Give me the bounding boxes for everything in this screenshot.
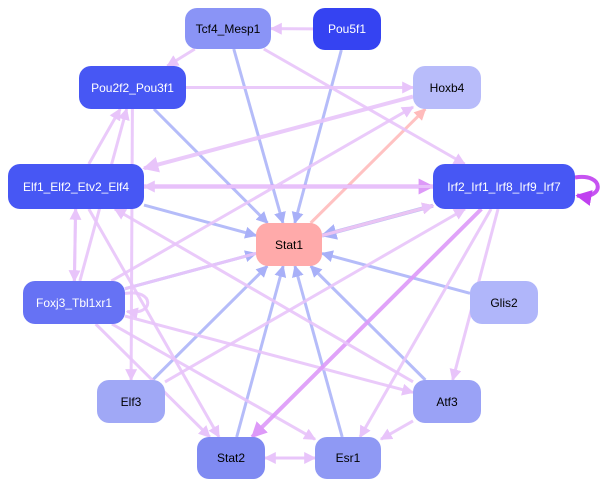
edge-pou5f1-to-stat1: [291, 49, 343, 225]
node-label: Esr1: [335, 451, 361, 465]
edge-elf3-to-stat1: [151, 264, 269, 382]
node-stat1[interactable]: Stat1: [256, 223, 322, 266]
node-label: Pou2f2_Pou3f1: [91, 80, 174, 95]
edge-hoxb4-to-elf1_elf2_etv2_elf4: [142, 94, 414, 173]
edge-elf1_elf2_etv2_elf4-to-pou2f2_pou3f1: [87, 107, 122, 165]
edge-foxj3_tbl1xr1-to-atf3: [124, 314, 415, 396]
node-label: Elf3: [120, 394, 142, 409]
node-label: Glis2: [490, 295, 518, 310]
node-label: Hoxb4: [429, 80, 465, 95]
node-atf3[interactable]: Atf3: [413, 380, 481, 423]
edge-atf3-to-elf1_elf2_etv2_elf4: [113, 207, 414, 384]
edge-stat1-to-hoxb4: [309, 107, 427, 225]
node-irf2_irf1_irf8_irf9_irf7[interactable]: Irf2_Irf1_Irf8_Irf9_Irf7: [433, 164, 575, 209]
node-glis2[interactable]: Glis2: [470, 281, 538, 324]
edge-irf2_irf1_irf8_irf9_irf7-to-irf2_irf1_irf8_irf9_irf7: [574, 174, 600, 206]
edge-atf3-to-esr1: [379, 419, 414, 441]
edge-foxj3_tbl1xr1-to-hoxb4: [110, 105, 415, 283]
node-elf1_elf2_etv2_elf4[interactable]: Elf1_Elf2_Etv2_Elf4: [8, 164, 144, 209]
node-label: Tcf4_Mesp1: [195, 21, 261, 36]
edge-tcf4_mesp1-to-irf2_irf1_irf8_irf9_irf7: [263, 47, 466, 166]
edge-irf2_irf1_irf8_irf9_irf7-to-stat2: [250, 207, 483, 439]
node-esr1[interactable]: Esr1: [315, 437, 381, 479]
node-label: Stat2: [216, 451, 246, 465]
node-tcf4_mesp1[interactable]: Tcf4_Mesp1: [185, 8, 271, 49]
edge-tcf4_mesp1-to-pou2f2_pou3f1: [166, 47, 196, 68]
edge-elf1_elf2_etv2_elf4-to-stat1: [143, 203, 258, 239]
node-pou2f2_pou3f1[interactable]: Pou2f2_Pou3f1: [79, 66, 186, 109]
edge-foxj3_tbl1xr1-to-elf1_elf2_etv2_elf4: [69, 207, 82, 282]
node-foxj3_tbl1xr1[interactable]: Foxj3_Tbl1xr1: [23, 281, 125, 324]
node-stat2[interactable]: Stat2: [197, 437, 265, 479]
edge-irf2_irf1_irf8_irf9_irf7-to-esr1: [358, 208, 493, 439]
node-label: Stat1: [274, 237, 304, 252]
node-pou5f1[interactable]: Pou5f1: [313, 8, 381, 50]
node-elf3[interactable]: Elf3: [97, 380, 165, 423]
node-label: Pou5f1: [327, 22, 367, 36]
node-hoxb4[interactable]: Hoxb4: [413, 66, 481, 109]
edge-glis2-to-stat1: [320, 250, 471, 295]
edge-foxj3_tbl1xr1-to-foxj3_tbl1xr1: [124, 291, 150, 320]
node-label: Atf3: [436, 394, 458, 409]
edge-esr1-to-stat1: [292, 264, 344, 438]
node-label: Elf1_Elf2_Etv2_Elf4: [22, 179, 130, 194]
node-label: Foxj3_Tbl1xr1: [35, 295, 113, 310]
edge-pou2f2_pou3f1-to-stat1: [152, 107, 269, 225]
edge-foxj3_tbl1xr1-to-esr1: [111, 322, 317, 441]
edge-elf1_elf2_etv2_elf4-to-stat2: [87, 208, 221, 439]
edge-pou2f2_pou3f1-to-elf3: [125, 108, 138, 382]
edge-elf3-to-irf2_irf1_irf8_irf9_irf7: [164, 207, 467, 384]
node-label: Irf2_Irf1_Irf8_Irf9_Irf7: [447, 179, 561, 194]
